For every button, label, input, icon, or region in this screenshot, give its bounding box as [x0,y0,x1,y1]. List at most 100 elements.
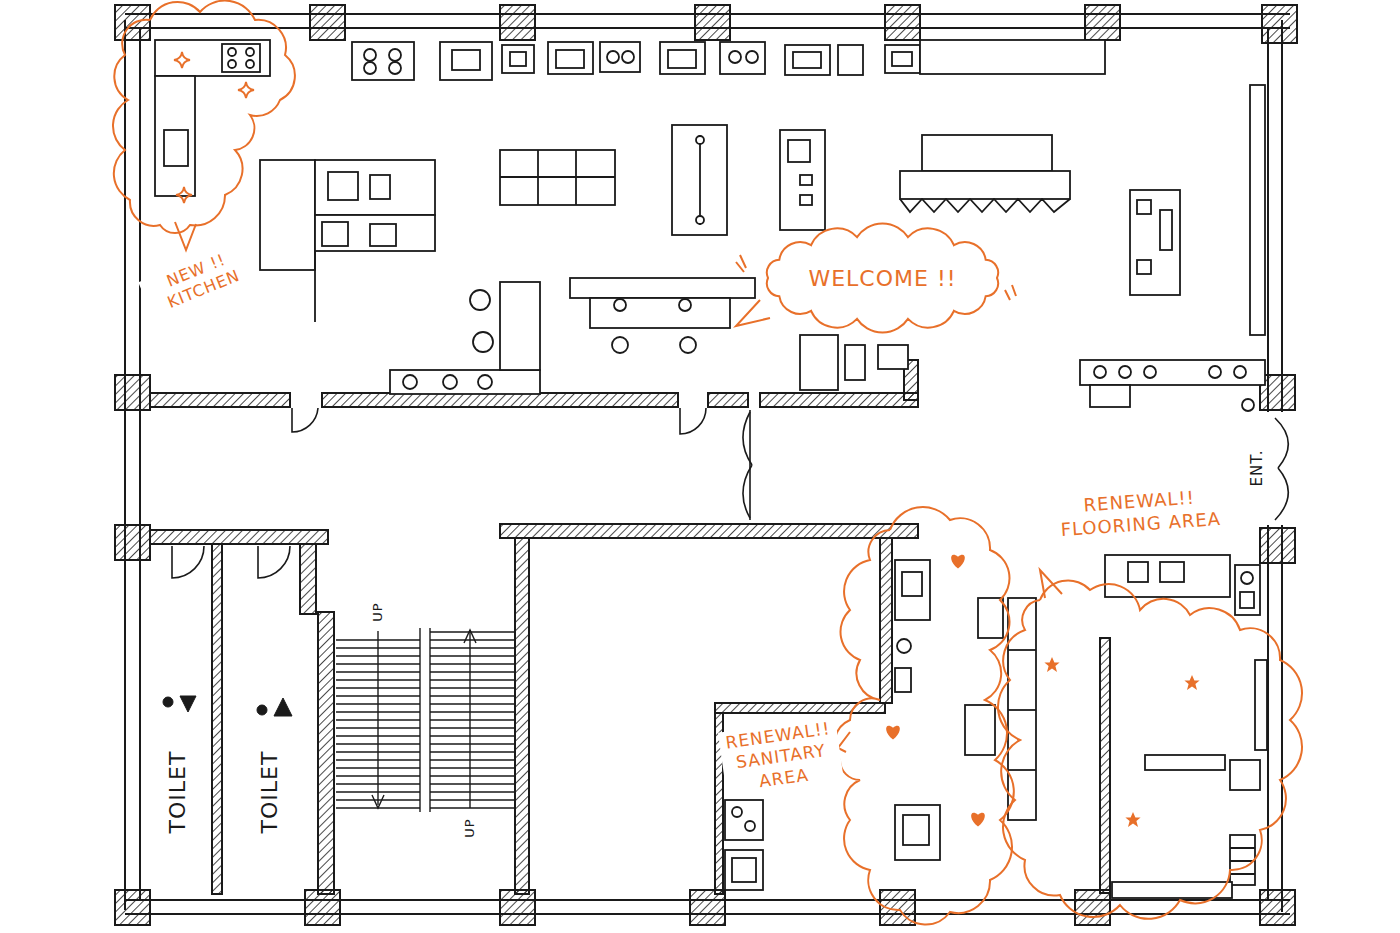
sparkle-mark [176,187,192,203]
kitchen-fixture [920,40,1105,74]
kitchen-fixture [370,175,390,199]
kitchen-fixture [473,332,493,352]
kitchen-fixture [390,370,540,394]
kitchen-fixture [800,175,812,185]
kitchen-fixture [668,50,696,68]
room-fixture [1240,592,1254,608]
column [115,525,150,560]
staircase [377,630,378,805]
room-label: TOILET [255,725,285,859]
room-fixture [1008,769,1036,771]
kitchen-fixture [696,216,704,224]
room-fixture [895,668,911,692]
room-fixture [978,598,1003,638]
kitchen-fixture [246,60,254,68]
kitchen-fixture [246,48,254,56]
heart-mark [971,813,985,827]
room-fixture [1241,572,1253,584]
kitchen-fixture [222,44,260,72]
kitchen-fixture [315,160,435,215]
toilet-sign [163,696,292,716]
star-mark [1044,657,1059,672]
star-mark [1044,657,1199,827]
room-fixture [725,850,763,890]
column [885,5,920,40]
outer-wall [1281,525,1283,912]
star-mark [1125,812,1140,827]
room-fixture [1255,660,1267,750]
room-fixture [745,821,755,831]
room-fixture [902,572,922,596]
kitchen-fixture [500,176,615,178]
kitchen-fixture [314,251,316,322]
stair-label: UP [369,593,387,631]
door [680,408,706,434]
kitchen-fixture [443,375,457,389]
kitchen-fixture [315,215,435,251]
kitchen-fixture [403,375,417,389]
kitchen-fixture [788,140,810,162]
kitchen-fixture [600,42,640,72]
kitchen-fixture [1144,366,1156,378]
door [749,410,751,520]
kitchen-fixture [614,299,626,311]
room-fixture [732,807,742,817]
inner-wall [322,393,678,407]
inner-wall [300,544,316,614]
kitchen-fixture [838,45,863,75]
room-fixture [1145,755,1225,770]
kitchen-fixture [1080,360,1265,385]
kitchen-fixture [696,136,704,144]
sparkle-mark [174,52,190,68]
staircase [464,630,476,643]
kitchen-fixture [780,130,825,230]
kitchen-fixture [900,171,1070,199]
kitchen-fixture [1242,399,1254,411]
column [115,5,150,40]
kitchen-fixture [746,51,758,63]
toilet-sign [180,696,196,712]
kitchen-fixture [800,335,838,390]
star-mark [1184,675,1199,690]
kitchen-fixture [885,45,920,73]
kitchen-fixture [548,42,593,74]
kitchen-fixture [660,42,705,74]
column [310,5,345,40]
inner-wall [150,393,290,407]
kitchen-fixture [1250,85,1265,335]
room-fixture [1112,882,1232,898]
kitchen-fixture [892,52,912,66]
kitchen-fixture [352,42,414,80]
kitchen-fixture [155,40,270,76]
room-label: TOILET [163,725,193,859]
callout-cloud [838,732,850,752]
kitchen-fixture [440,42,492,80]
callout-cloud [736,300,770,326]
kitchen-fixture [322,222,348,246]
outer-wall [139,28,141,900]
kitchen-fixture [1234,366,1246,378]
kitchen-fixture [1137,200,1151,214]
room-fixture [1128,562,1148,582]
room-fixture [1008,649,1036,651]
kitchen-fixture [155,40,1265,411]
column [690,890,725,925]
heart-mark [886,555,985,827]
kitchen-fixture [785,45,830,75]
inner-wall [760,393,918,407]
kitchen-fixture [500,282,540,370]
room-fixture [897,639,911,653]
outer-wall [1267,28,1269,412]
kitchen-fixture [1160,210,1172,250]
callout-cloud [1040,570,1062,598]
kitchen-fixture [607,51,619,63]
callout-cloud [1005,285,1016,300]
column [1260,890,1295,925]
kitchen-fixture [680,337,696,353]
column [1260,528,1295,563]
door [1275,418,1288,520]
kitchen-fixture [845,345,865,380]
inner-wall [515,538,529,894]
kitchen-fixture [679,299,691,311]
